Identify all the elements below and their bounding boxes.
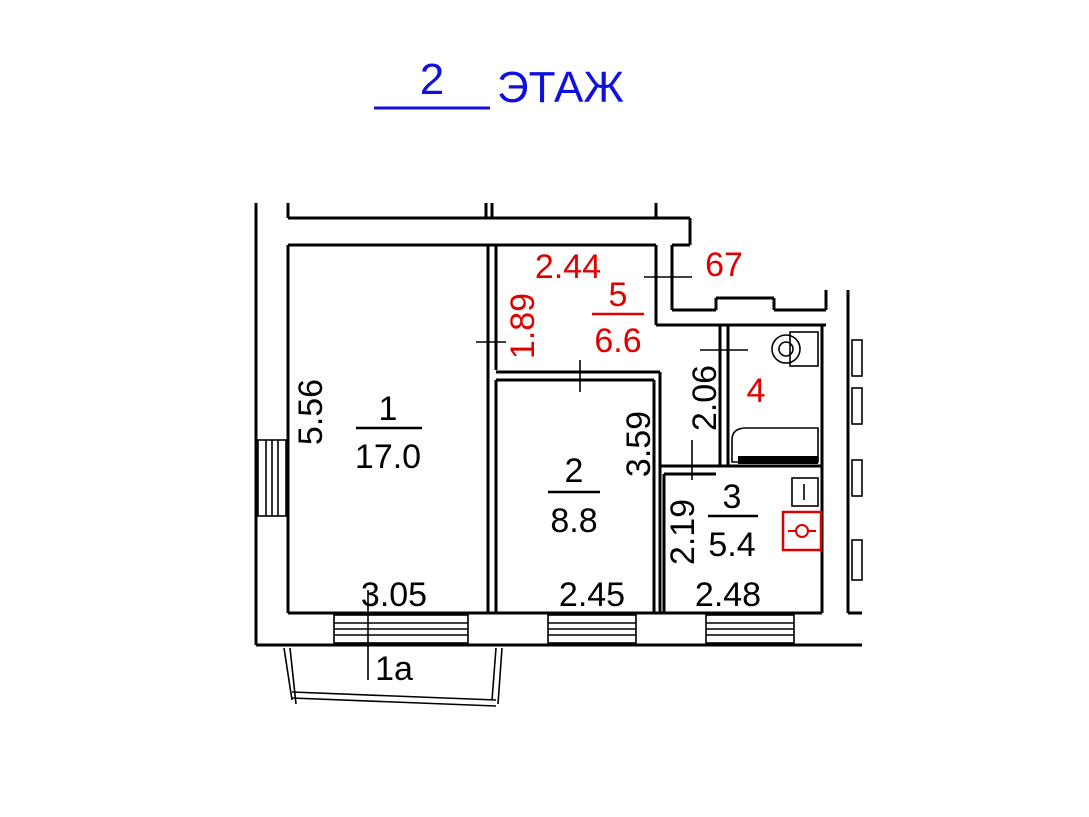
sink-icon <box>791 477 819 507</box>
room-1a: 1а <box>375 650 413 688</box>
room-1-width: 3.05 <box>361 576 427 614</box>
stove-icon <box>781 510 823 552</box>
room-1a-label: 1а <box>375 650 413 688</box>
room-4-length: 2.06 <box>686 365 724 431</box>
room-1-area: 17.0 <box>355 438 421 476</box>
room-5: 5 6.6 2.44 1.89 67 <box>504 246 743 360</box>
room-5-area: 6.6 <box>594 322 641 360</box>
floor-label: ЭТАЖ <box>497 63 624 112</box>
windows <box>257 439 795 644</box>
wc-icon <box>771 331 819 367</box>
room-2: 2 8.8 2.45 3.59 <box>548 411 658 614</box>
balcony-outline <box>283 647 503 707</box>
window-left <box>257 439 287 517</box>
room-2-length: 3.59 <box>620 411 658 477</box>
dimension-ticks <box>367 276 748 680</box>
bathtub-icon <box>731 427 819 464</box>
window-room1 <box>333 614 469 644</box>
window-room2 <box>547 614 637 644</box>
room-3-area: 5.4 <box>708 526 755 564</box>
room-2-number: 2 <box>565 452 584 490</box>
room-5-number: 5 <box>609 276 628 314</box>
room-5-length: 1.89 <box>504 293 542 359</box>
stair-fragment <box>851 339 863 581</box>
room-1-number: 1 <box>379 390 398 428</box>
room-5-width: 2.44 <box>535 248 601 286</box>
room-2-area: 8.8 <box>550 502 597 540</box>
room-3-number: 3 <box>723 478 742 516</box>
window-room3 <box>705 614 795 644</box>
room-4-number: 4 <box>747 372 766 410</box>
room-4: 4 2.06 <box>686 365 765 431</box>
room-5-extra: 67 <box>705 246 743 284</box>
room-2-width: 2.45 <box>559 576 625 614</box>
floor-title: 2 ЭТАЖ <box>374 55 624 112</box>
room-3-width: 2.48 <box>695 576 761 614</box>
room-1: 1 17.0 3.05 5.56 <box>292 379 427 614</box>
room-1-length: 5.56 <box>292 379 330 445</box>
room-3: 3 5.4 2.48 2.19 <box>664 478 761 614</box>
floor-number: 2 <box>420 55 444 104</box>
room-3-length: 2.19 <box>664 499 702 565</box>
